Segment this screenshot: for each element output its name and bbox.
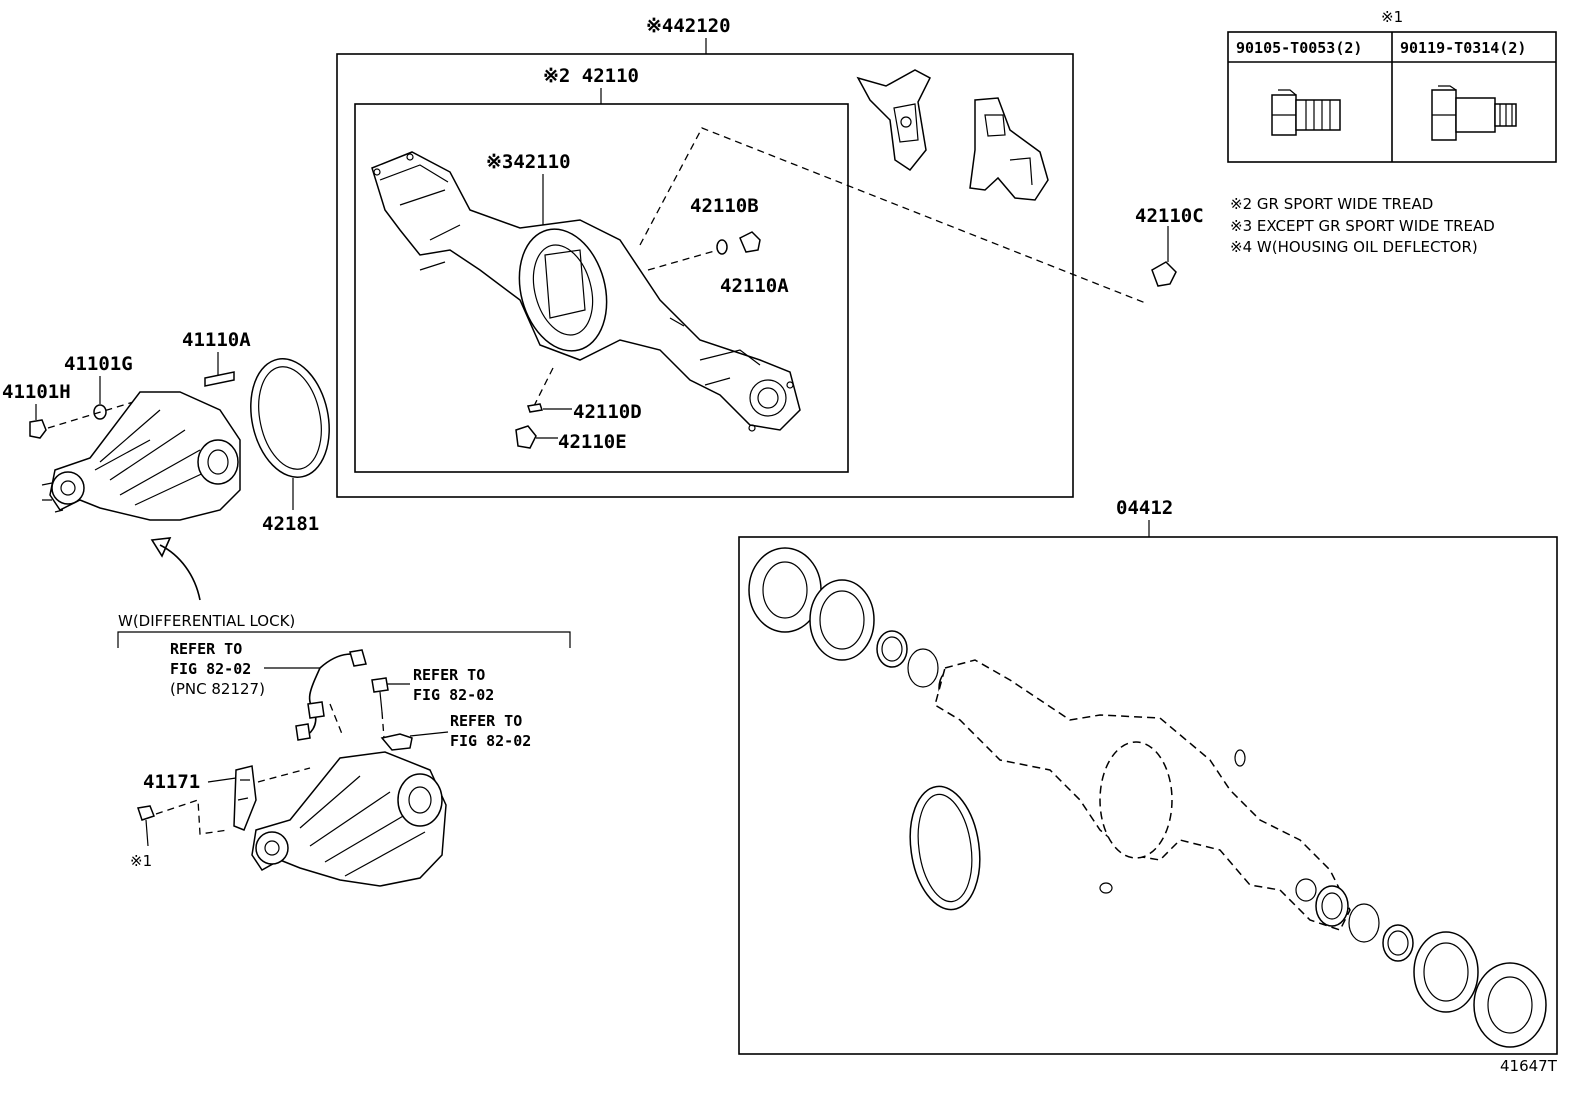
part-switch-bolt[interactable]: [371, 677, 389, 693]
bolt-col-90119-T0314[interactable]: 90119-T0314(2): [1400, 39, 1526, 57]
part-42110C-breather[interactable]: [1151, 226, 1177, 287]
part-lock-switch[interactable]: [380, 733, 413, 751]
diff-lock-title: W(DIFFERENTIAL LOCK): [118, 612, 295, 630]
refer-1-line2[interactable]: FIG 82-02: [170, 660, 251, 678]
note-4: ※4 W(HOUSING OIL DEFLECTOR): [1230, 238, 1478, 256]
differential-carrier-group: 41110A 41101G 41101H 42181: [2, 329, 339, 601]
label-42110-wide-tread[interactable]: ※2 42110: [543, 65, 639, 87]
part-41101H-nut[interactable]: [29, 419, 47, 439]
part-42110A-plug[interactable]: [739, 231, 761, 253]
part-42181-gasket[interactable]: [240, 351, 339, 484]
label-42110E[interactable]: 42110E: [558, 431, 627, 453]
oil-deflector-brackets: [856, 69, 1049, 201]
right-rings: [1295, 878, 1547, 1048]
bolt-mark1-part[interactable]: [137, 805, 155, 821]
refer-3-line1[interactable]: REFER TO: [450, 712, 522, 730]
assembly-42120-frame: [336, 53, 1074, 498]
part-42110E-plug[interactable]: [515, 425, 537, 449]
gasket-kit-group: 04412: [738, 497, 1558, 1055]
part-42110D-gasket[interactable]: [527, 403, 543, 413]
label-42110A[interactable]: 42110A: [720, 275, 789, 297]
label-41101G[interactable]: 41101G: [64, 353, 133, 375]
diagram-id: 41647T: [1500, 1057, 1558, 1075]
bolt-icon: [1271, 89, 1341, 136]
bolt-icon: [1431, 85, 1517, 141]
part-42110B-gasket[interactable]: [716, 239, 728, 255]
gasket-kit-frame: [738, 536, 1558, 1055]
bolt-table-mark: ※1: [1381, 8, 1403, 26]
rear-axle-housing-parts-diagram: ※442120 ※2 42110 ※342110: [2, 8, 1558, 1075]
note-3: ※3 EXCEPT GR SPORT WIDE TREAD: [1230, 217, 1495, 235]
refer-3-line2[interactable]: FIG 82-02: [450, 732, 531, 750]
label-42110C[interactable]: 42110C: [1135, 205, 1204, 227]
label-41101H[interactable]: 41101H: [2, 381, 71, 403]
label-42120[interactable]: ※442120: [646, 15, 731, 37]
label-42110D[interactable]: 42110D: [573, 401, 642, 423]
differential-carrier-lock-drawing: [251, 751, 447, 887]
differential-lock-group: W(DIFFERENTIAL LOCK) REFER TO FIG 82-02 …: [117, 612, 571, 887]
label-42110-except-wide[interactable]: ※342110: [486, 151, 571, 173]
note-2: ※2 GR SPORT WIDE TREAD: [1230, 195, 1433, 213]
label-mark1-lock: ※1: [130, 852, 152, 870]
refer-2-line2[interactable]: FIG 82-02: [413, 686, 494, 704]
part-41110A-stud[interactable]: [204, 371, 235, 387]
label-42110B[interactable]: 42110B: [690, 195, 759, 217]
refer-2-line1[interactable]: REFER TO: [413, 666, 485, 684]
assembly-42110-frame: [354, 103, 849, 473]
differential-carrier-drawing: [41, 391, 241, 521]
refer-1-line3: (PNC 82127): [170, 680, 265, 698]
axle-housing-drawing: [371, 151, 801, 432]
refer-1-line1[interactable]: REFER TO: [170, 640, 242, 658]
kit-carrier-gasket[interactable]: [903, 782, 988, 914]
label-41171[interactable]: 41171: [143, 771, 200, 793]
label-42181[interactable]: 42181: [262, 513, 319, 535]
label-04412[interactable]: 04412: [1116, 497, 1173, 519]
bolt-table: ※1 90105-T0053(2) 90119-T0314(2): [1227, 8, 1557, 163]
axle-housing-assembly-group: ※442120 ※2 42110 ※342110: [336, 15, 1149, 498]
bolt-col-90105-T0053[interactable]: 90105-T0053(2): [1236, 39, 1362, 57]
label-41110A[interactable]: 41110A: [182, 329, 251, 351]
arrow-icon: [159, 544, 201, 601]
wire-harness-drawing: [295, 649, 367, 741]
